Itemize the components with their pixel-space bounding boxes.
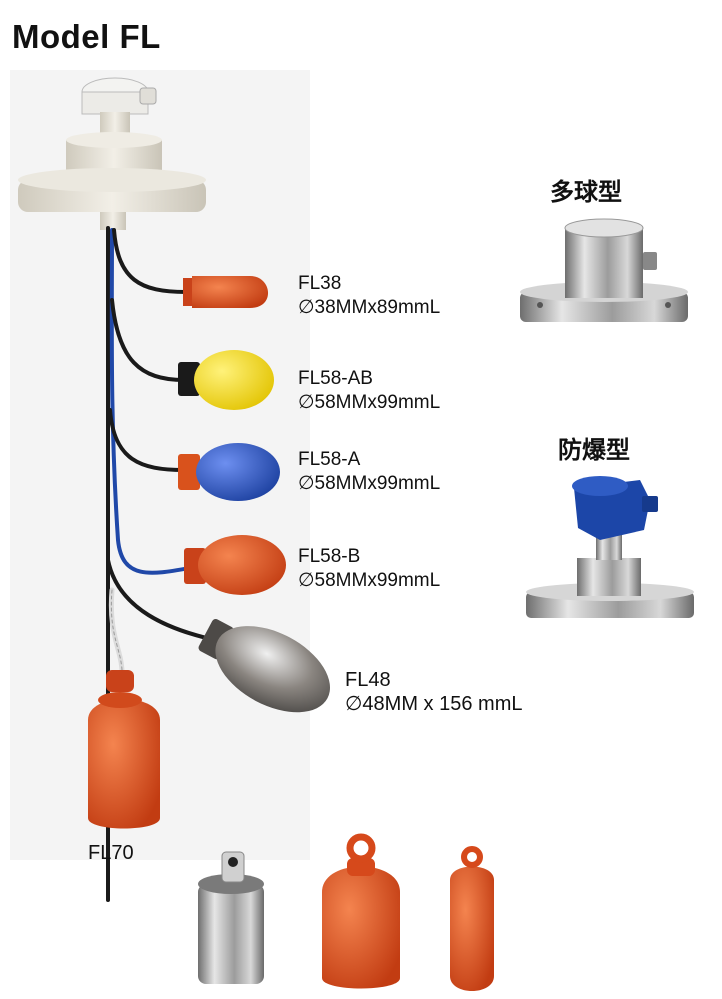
fl48-float — [198, 619, 330, 713]
page-title: Model FL — [12, 18, 161, 55]
model-name: FL38 — [298, 273, 342, 294]
fl58-a-float — [178, 443, 280, 501]
multi-ball-unit — [520, 218, 688, 322]
model-name: FL58-A — [298, 449, 361, 470]
model-name: FL48 — [345, 669, 391, 691]
fl38-float — [183, 276, 269, 308]
model-size: ∅48MM x 156 mmL — [345, 693, 523, 715]
fl70-float — [88, 670, 160, 829]
float-label-fl58-b: FL58-B ∅58MMx99mmL — [298, 545, 440, 593]
multi-ball-label: 多球型 — [550, 178, 622, 206]
bottom-orange-float-large — [322, 833, 400, 989]
fl58-ab-float — [178, 350, 274, 410]
model-size: ∅38MMx89mmL — [298, 297, 441, 318]
bottom-steel-float — [198, 851, 264, 984]
model-size: ∅58MMx99mmL — [298, 570, 441, 591]
model-name: FL58-B — [298, 546, 361, 567]
float-label-fl38: FL38 ∅38MMx89mmL — [298, 272, 440, 320]
explosion-proof-unit — [526, 476, 694, 618]
model-name: FL58-AB — [298, 368, 373, 389]
float-label-fl70: FL70 — [88, 842, 134, 864]
float-label-fl58-a: FL58-A ∅58MMx99mmL — [298, 448, 440, 496]
pp-junction-head — [81, 77, 157, 142]
bottom-orange-float-small — [450, 846, 494, 991]
model-size: ∅58MMx99mmL — [298, 392, 441, 413]
float-label-fl58-ab: FL58-AB ∅58MMx99mmL — [298, 367, 440, 415]
float-label-fl48: FL48 ∅48MM x 156 mmL — [345, 668, 522, 716]
fl58-b-float — [184, 535, 286, 595]
pp-flange — [18, 132, 206, 230]
model-size: ∅58MMx99mmL — [298, 473, 441, 494]
explosion-proof-label: 防爆型 — [558, 436, 630, 464]
